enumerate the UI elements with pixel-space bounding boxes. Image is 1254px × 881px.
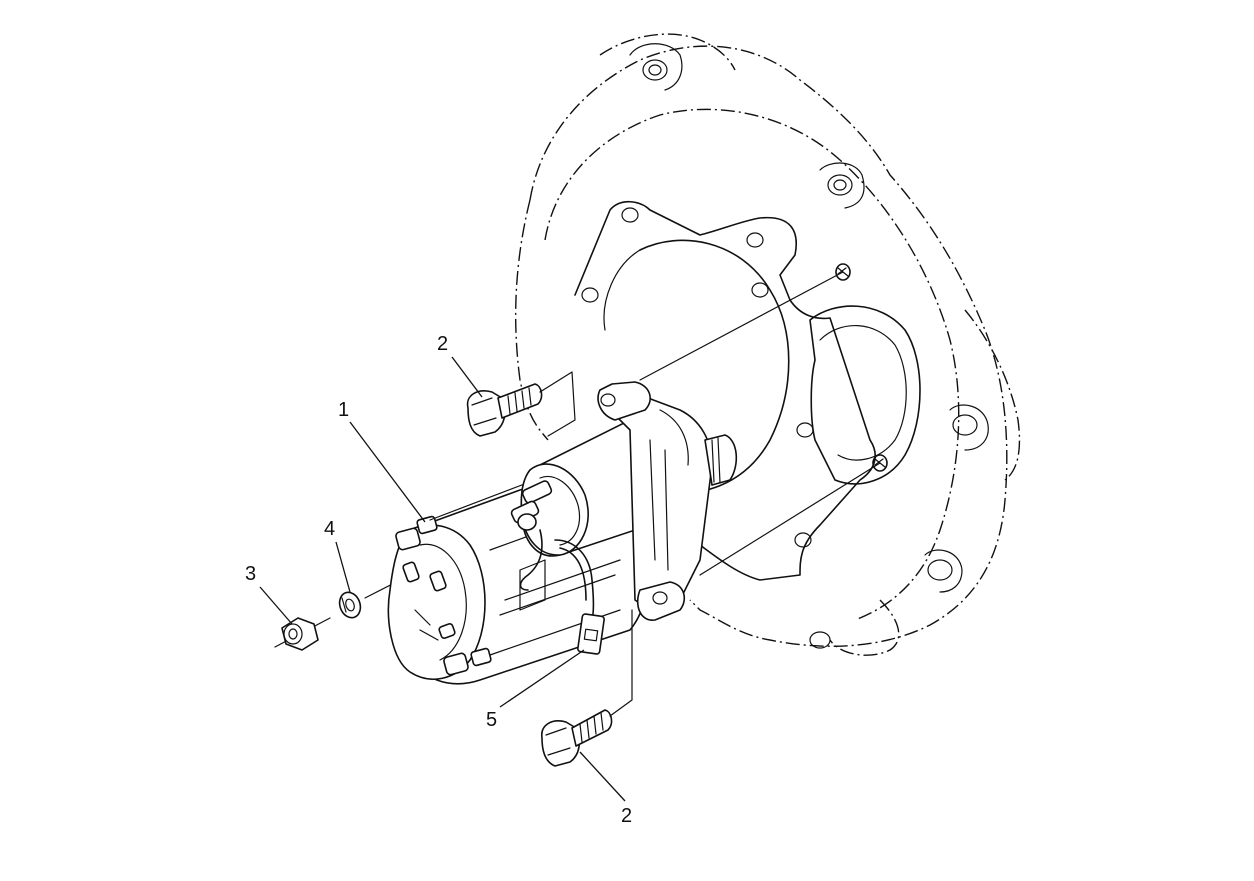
callout-1: 1 (338, 399, 349, 421)
end-cap-tab-1 (402, 561, 420, 583)
washer-outer (338, 591, 362, 619)
housing-rim-inner (544, 108, 960, 621)
flywheel-housing (514, 33, 1021, 656)
plate-hole-2 (746, 232, 764, 248)
end-cap-tab-3 (438, 623, 456, 639)
through-bolt-nut-bottom (443, 652, 469, 676)
threaded-hole-upper (835, 263, 851, 281)
bolt-shank-top (497, 383, 543, 419)
threaded-hole-lower (872, 454, 888, 472)
lug-hole-top (642, 59, 668, 81)
leader-1 (349, 421, 426, 523)
plate-hole-6 (794, 532, 812, 548)
lug-hole-bottom-right (927, 559, 953, 581)
housing-bore (639, 239, 790, 494)
connector-body (577, 613, 605, 655)
housing-top-flange (599, 33, 736, 71)
callout-4: 4 (324, 518, 335, 540)
leader-4 (335, 541, 351, 593)
callout-2-bottom: 2 (621, 805, 632, 827)
starter-flange (809, 305, 921, 485)
terminal-nut (517, 513, 537, 531)
leader-3 (259, 586, 293, 625)
callout-2-top: 2 (437, 333, 448, 355)
housing-bottom-flange (829, 599, 900, 656)
harness-wire-3 (559, 547, 587, 601)
washer-inner (345, 598, 355, 612)
mounting-bolt-bottom (541, 609, 633, 767)
callout-3: 3 (245, 563, 256, 585)
housing-lugs (629, 43, 989, 649)
nut-face (283, 623, 303, 645)
nut-hex (281, 617, 319, 651)
plate-hole-4 (581, 287, 599, 303)
lug-hole-far-right (952, 414, 978, 436)
housing-outline (529, 45, 1008, 647)
plate-hole-3 (751, 282, 769, 298)
callout-5: 5 (486, 709, 497, 731)
end-cap-tab-2 (429, 570, 447, 592)
harness-wire-2 (554, 539, 595, 621)
through-bolt-nut-top (395, 527, 421, 551)
nut (281, 617, 319, 651)
lug-hole-right-inner (833, 179, 847, 191)
leader-5 (499, 649, 585, 708)
leader-2-bottom (579, 751, 626, 802)
plate-hole-5 (796, 422, 814, 438)
lock-washer (338, 591, 362, 619)
callouts: 1 2 2 3 4 5 (245, 333, 632, 827)
housing-right-flange (964, 309, 1021, 481)
lug-hole-bottom (809, 631, 831, 649)
bolt-shank-bottom (571, 709, 613, 747)
leader-2-top (451, 356, 483, 398)
lug-hole-right (827, 174, 853, 196)
nut-bore (288, 628, 298, 640)
mounting-ear-bottom (636, 581, 686, 621)
harness-wire-1 (519, 529, 543, 591)
mounting-bolt-top (466, 371, 576, 437)
lug-hole-top-inner (648, 64, 662, 76)
through-bolt-head-top (416, 515, 438, 535)
harness-connector (577, 613, 605, 655)
bolt-head-bottom (541, 720, 581, 767)
adapter-plate (574, 200, 876, 581)
mounting-ear-top (597, 381, 651, 421)
solenoid-terminal-1 (521, 480, 553, 504)
plate-hole-1 (621, 207, 639, 223)
